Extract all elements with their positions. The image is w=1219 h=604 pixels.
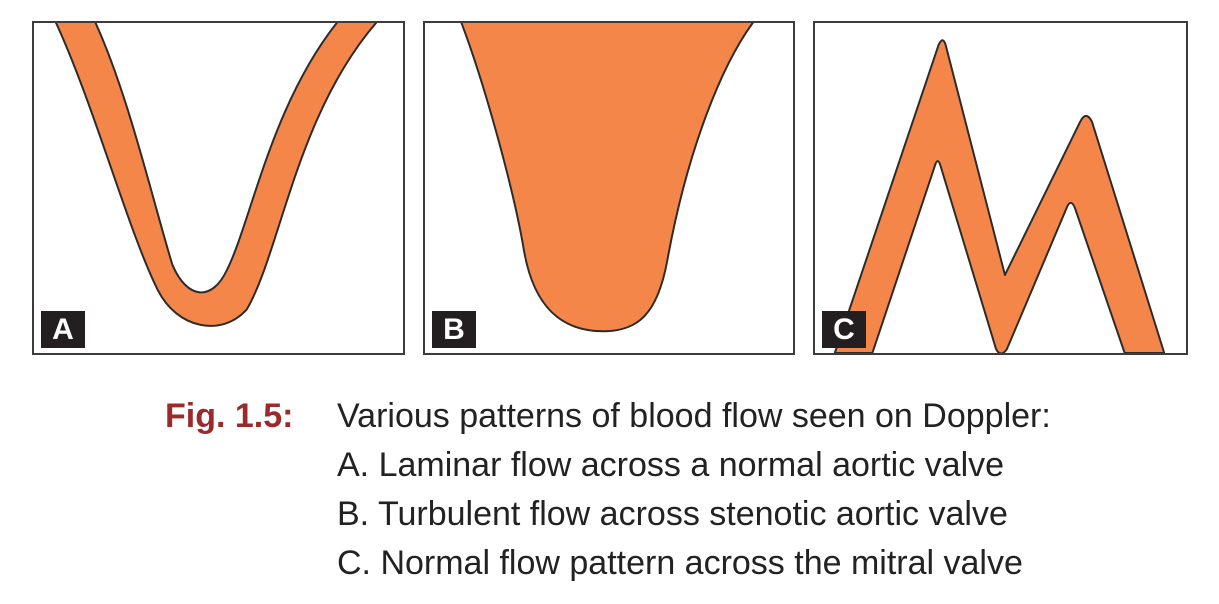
caption-item-a: A. Laminar flow across a normal aortic v…: [337, 446, 1005, 484]
panel-b: B: [423, 21, 795, 355]
mitral-flow-trace: [833, 39, 1166, 353]
figure-label: Fig. 1.5:: [165, 397, 294, 435]
panel-a: A: [32, 21, 405, 355]
panel-a-tag: A: [41, 311, 85, 348]
caption-item-b: B. Turbulent flow across stenotic aortic…: [337, 495, 1008, 533]
caption-title: Various patterns of blood flow seen on D…: [337, 397, 1051, 435]
turbulent-flow-trace: [460, 23, 754, 333]
laminar-flow-trace: [54, 23, 378, 327]
panel-c: C: [813, 21, 1188, 355]
figure-caption: Fig. 1.5: Various patterns of blood flow…: [165, 392, 1051, 588]
panel-b-tag: B: [432, 311, 476, 348]
caption-item-c: C. Normal flow pattern across the mitral…: [337, 544, 1023, 582]
panel-c-tag: C: [822, 311, 866, 348]
